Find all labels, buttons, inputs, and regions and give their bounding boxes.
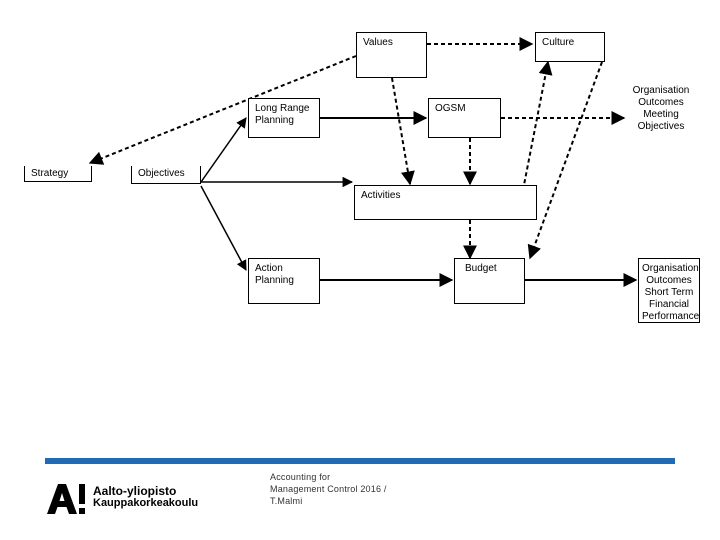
arrow-culture-to-budget bbox=[527, 61, 603, 260]
arrow-objectives-to-action bbox=[200, 185, 247, 271]
footer-credit: Accounting for Management Control 2016 /… bbox=[270, 472, 387, 506]
node-ogsm: OGSM bbox=[428, 98, 501, 138]
logo-subtitle: Kauppakorkeakoulu bbox=[93, 497, 199, 509]
node-long-range-planning: Long Range Planning bbox=[248, 98, 320, 138]
node-strategy: Strategy bbox=[24, 166, 92, 182]
logo-name: Aalto-yliopisto bbox=[93, 484, 177, 498]
node-culture: Culture bbox=[535, 32, 605, 62]
arrow-objectives-to-lrp bbox=[200, 117, 247, 183]
arrow-values-to-activities bbox=[391, 77, 415, 186]
footer-accent-bar bbox=[45, 458, 675, 464]
node-values: Values bbox=[356, 32, 427, 78]
arrow-outcomes-financial-to-culture bbox=[522, 60, 553, 191]
node-objectives: Objectives bbox=[131, 166, 201, 184]
aalto-logo-icon bbox=[47, 484, 85, 514]
node-org-outcomes-objectives: Organisation Outcomes Meeting Objectives bbox=[632, 85, 690, 132]
node-org-outcomes-financial: Organisation Outcomes Short Term Financi… bbox=[638, 258, 700, 323]
node-action-planning: Action Planning bbox=[248, 258, 320, 304]
node-budget: Budget bbox=[454, 258, 525, 304]
node-activities: Activities bbox=[354, 185, 537, 220]
